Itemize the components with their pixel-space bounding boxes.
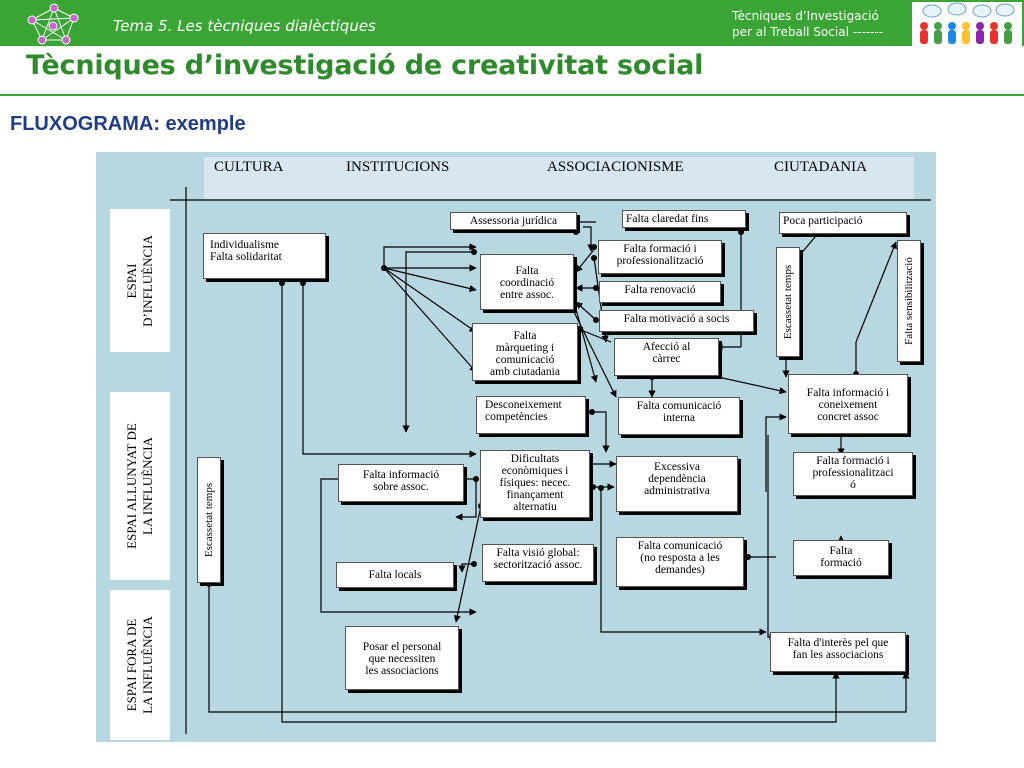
space-away: ESPAI ALLUNYAT DE LA INFLUÈNCIA — [110, 392, 170, 580]
box-sensibilitzacio-label: Falta sensibilització — [903, 257, 915, 345]
space-outside-label: ESPAI FORA DE LA INFLUÈNCIA — [124, 616, 155, 714]
box-claredat: Falta claredat fins — [622, 210, 746, 228]
space-outside: ESPAI FORA DE LA INFLUÈNCIA — [110, 590, 170, 740]
box-personal: Posar el personal que necessiten les ass… — [345, 626, 459, 690]
box-escassetat-right-label: Escassetat temps — [782, 264, 794, 340]
column-institucions: INSTITUCIONS — [346, 159, 450, 175]
box-escassetat-right: Escassetat temps — [776, 247, 800, 357]
people-speech-bubbles-icon — [912, 2, 1022, 46]
box-dificultats: Dificultats econòmiques i físiques: nece… — [480, 450, 590, 518]
network-logo-icon — [27, 3, 79, 45]
box-locals: Falta locals — [336, 562, 454, 588]
box-renovacio: Falta renovació — [599, 281, 721, 303]
course-title-line1: Tècniques d’Investigació — [732, 9, 879, 23]
box-sensibilitzacio: Falta sensibilització — [897, 240, 921, 362]
box-informacio-assoc: Falta informació sobre assoc. — [338, 464, 464, 502]
box-poca-participacio: Poca participació — [779, 212, 907, 234]
course-title-line2: per al Treball Social ------- — [732, 25, 884, 39]
columns-band — [204, 157, 914, 199]
box-afeccio: Afecció al càrrec — [614, 338, 719, 376]
column-associacionisme: ASSOCIACIONISME — [547, 159, 684, 175]
space-influence: ESPAI D’INFLUÈNCIA — [110, 209, 170, 352]
box-excessiva: Excessiva dependència administrativa — [616, 456, 738, 512]
box-escassetat-left-label: Escassetat temps — [203, 482, 215, 558]
title-divider — [0, 94, 1024, 96]
box-formacio-prof2: Falta formació i professionalitzaci ó — [793, 452, 913, 496]
box-formacio: Falta formació — [793, 540, 889, 576]
box-comunicacio-interna: Falta comunicació interna — [618, 397, 740, 435]
space-influence-label: ESPAI D’INFLUÈNCIA — [124, 234, 155, 327]
box-desconeixement: Desconeixement competències — [476, 396, 586, 434]
topic-title: Tema 5. Les tècniques dialèctiques — [113, 17, 376, 35]
box-coordinacio: Falta coordinació entre assoc. — [480, 254, 574, 310]
box-visio-global: Falta visió global: sectorització assoc. — [482, 544, 594, 582]
header-bar: Tema 5. Les tècniques dialèctiques Tècni… — [0, 0, 1024, 46]
column-ciutadania: CIUTADANIA — [774, 159, 867, 175]
box-motivacio: Falta motivació a socis — [599, 310, 754, 332]
column-cultura: CULTURA — [214, 159, 284, 175]
flowchart-diagram: CULTURA INSTITUCIONS ASSOCIACIONISME CIU… — [96, 152, 936, 742]
box-individualisme: Individualisme Falta solidaritat — [203, 233, 326, 279]
slide-subtitle: FLUXOGRAMA: exemple — [10, 113, 246, 135]
box-informacio-coneixement: Falta informació i coneixement concret a… — [788, 374, 908, 434]
space-away-label: ESPAI ALLUNYAT DE LA INFLUÈNCIA — [124, 423, 155, 549]
box-comunicacio-resposta: Falta comunicació (no resposta a les dem… — [616, 537, 744, 587]
flowchart-connectors — [170, 157, 931, 734]
box-marqueting: Falta màrqueting i comunicació amb ciuta… — [472, 323, 578, 381]
box-formacio-prof: Falta formació i professionalització — [598, 240, 722, 274]
course-title: Tècniques d’Investigació per al Treball … — [732, 8, 908, 40]
box-escassetat-left: Escassetat temps — [197, 457, 221, 583]
page-title: Tècniques d’investigació de creativitat … — [26, 50, 704, 81]
box-interes: Falta d'interès pel que fan les associac… — [770, 632, 906, 672]
box-assessoria: Assessoria jurídica — [450, 212, 577, 230]
